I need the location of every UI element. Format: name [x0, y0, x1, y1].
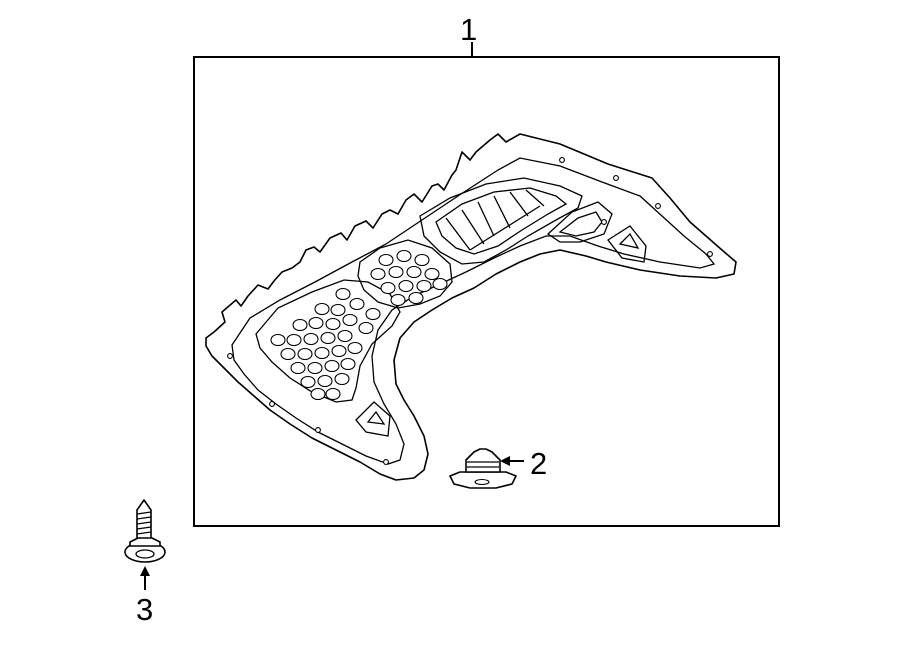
perforation-holes-middle	[370, 249, 448, 307]
callout-label-3[interactable]: 3	[136, 592, 153, 627]
callout-label-2[interactable]: 2	[530, 446, 547, 481]
bolt-part[interactable]	[124, 499, 166, 563]
engine-shield-part[interactable]	[205, 133, 737, 481]
mount-hole	[383, 459, 389, 465]
mount-hole	[601, 219, 607, 225]
mount-hole	[315, 427, 321, 433]
part-frame	[193, 56, 780, 527]
mount-hole	[559, 157, 565, 163]
mount-hole	[655, 203, 661, 209]
perforation-holes-left	[270, 287, 381, 401]
clip-part[interactable]	[449, 448, 517, 489]
mount-hole	[269, 401, 275, 407]
mount-hole	[227, 353, 233, 359]
callout-arrow-3	[140, 566, 150, 576]
callout-arrow-2	[500, 456, 510, 466]
mount-hole	[613, 175, 619, 181]
mount-hole	[707, 251, 713, 257]
callout-label-1[interactable]: 1	[460, 12, 477, 47]
